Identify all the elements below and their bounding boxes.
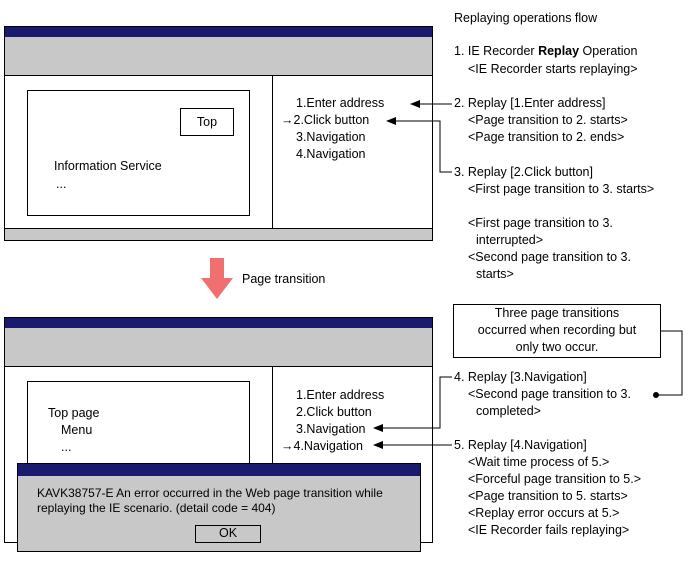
top-page-content: Top Information Service ... <box>27 90 250 216</box>
flow-title: Replaying operations flow <box>454 11 598 25</box>
menu-label: Menu <box>61 423 93 437</box>
arrow-step4-to-navigation <box>373 376 452 432</box>
arrow-step3-to-click-button <box>386 117 452 173</box>
step-2-sub-1: <Page transition to 2. starts> <box>468 113 628 127</box>
error-message-line2: replaying the IE scenario. (detail code … <box>37 501 276 515</box>
step-3-label: 3. Replay [2.Click button] <box>454 165 593 179</box>
note-line-3: only two occur. <box>515 340 599 354</box>
step-1-label: 1. IE Recorder Replay Operation <box>454 44 638 58</box>
step-1-sub: <IE Recorder starts replaying> <box>468 62 638 76</box>
top-window-toolbar <box>5 37 432 76</box>
step-5-sub-5: <IE Recorder fails replaying> <box>468 523 630 537</box>
top-page-label: Top page <box>48 406 100 420</box>
step-3-sub-3: interrupted> <box>476 233 544 247</box>
content-ellipsis-bottom: ... <box>61 440 72 454</box>
page-transition-arrow-icon <box>201 258 233 299</box>
step-3-sub-4: <Second page transition to 3. <box>468 250 631 264</box>
step-3-sub-2: <First page transition to 3. <box>468 216 613 230</box>
content-ellipsis: ... <box>56 177 67 191</box>
step-4-sub-2: completed> <box>476 404 541 418</box>
page-transition-label: Page transition <box>242 272 326 286</box>
bottom-window-divider <box>272 367 273 542</box>
step-3-sub-1: <First page transition to 3. starts> <box>468 182 655 196</box>
note-connector-dot <box>653 392 659 398</box>
bottom-step-1: 1.Enter address <box>296 388 385 402</box>
error-message-line1: KAVK38757-E An error occurred in the Web… <box>37 486 383 500</box>
step-5-sub-3: <Page transition to 5. starts> <box>468 489 628 503</box>
top-step-2: →2.Click button <box>281 113 370 127</box>
error-dialog-titlebar <box>18 464 420 476</box>
ok-button[interactable]: OK <box>195 525 261 543</box>
step-5-sub-2: <Forceful page transition to 5.> <box>468 472 642 486</box>
information-service-label: Information Service <box>54 159 162 173</box>
step-5-sub-4: <Replay error occurs at 5.> <box>468 506 620 520</box>
error-dialog: KAVK38757-E An error occurred in the Web… <box>17 463 421 552</box>
top-link-button[interactable]: Top <box>180 108 234 136</box>
step-4-label: 4. Replay [3.Navigation] <box>454 370 587 384</box>
top-browser-window: Top Information Service ... 1.Enter addr… <box>4 26 433 241</box>
top-step-1: 1.Enter address <box>296 96 385 110</box>
note-line-2: occurred when recording but <box>477 323 637 337</box>
top-step-3: 3.Navigation <box>296 130 366 144</box>
bottom-window-toolbar <box>5 328 432 367</box>
top-window-titlebar <box>5 27 432 37</box>
note-line-1: Three page transitions <box>494 306 620 320</box>
top-window-divider <box>272 76 273 229</box>
bottom-step-3: 3.Navigation <box>296 422 366 436</box>
step-2-sub-2: <Page transition to 2. ends> <box>468 130 625 144</box>
note-box: Three page transitions occurred when rec… <box>453 304 661 358</box>
bottom-step-2: 2.Click button <box>296 405 372 419</box>
step-2-label: 2. Replay [1.Enter address] <box>454 96 606 110</box>
step-4-sub-1: <Second page transition to 3. <box>468 387 631 401</box>
step-5-label: 5. Replay [4.Navigation] <box>454 438 587 452</box>
step-5-sub-1: <Wait time process of 5.> <box>468 455 610 469</box>
top-step-4: 4.Navigation <box>296 147 366 161</box>
note-connector <box>658 330 683 396</box>
top-window-statusbar <box>5 228 432 240</box>
bottom-step-4: →4.Navigation <box>281 439 363 453</box>
bottom-window-titlebar <box>5 318 432 328</box>
step-3-sub-5: starts> <box>476 267 514 281</box>
